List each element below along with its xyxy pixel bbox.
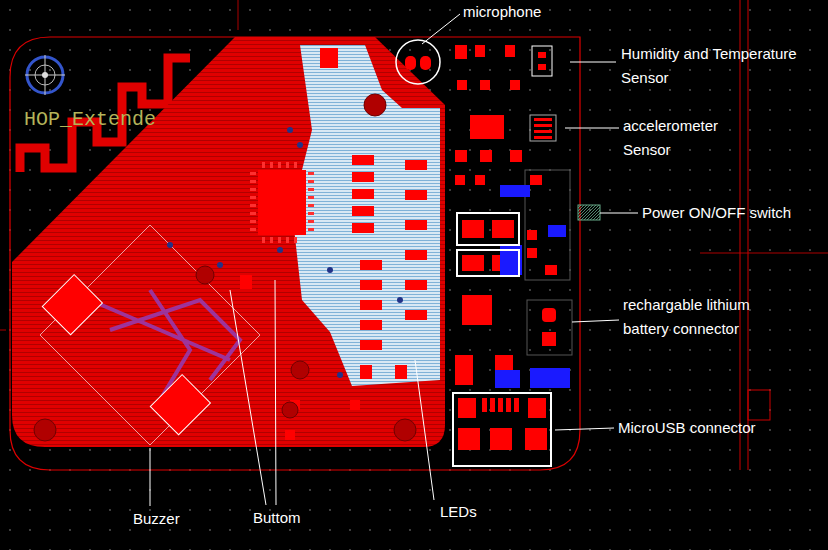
silkscreen-text: HOP_Extende bbox=[24, 108, 156, 132]
callout-label: Buttom bbox=[253, 506, 301, 530]
callout-label: Humidity and Temperature Sensor bbox=[621, 42, 816, 90]
callout-label: rechargable lithium battery connector bbox=[623, 293, 773, 341]
callout-label: Buzzer bbox=[133, 507, 180, 531]
callout-label: accelerometer Sensor bbox=[623, 114, 741, 162]
callout-label: LEDs bbox=[440, 500, 477, 524]
callout-label: Power ON/OFF switch bbox=[642, 201, 791, 225]
callout-label: microphone bbox=[463, 0, 541, 24]
callout-label: MicroUSB connector bbox=[618, 416, 756, 440]
